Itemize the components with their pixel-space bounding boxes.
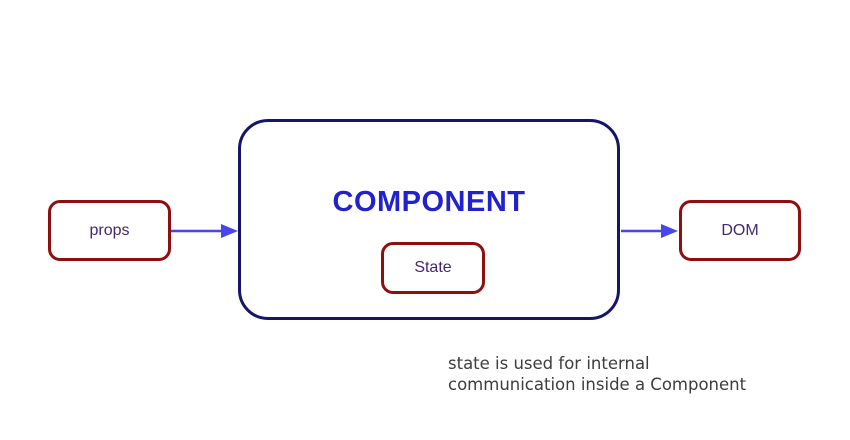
arrow-props-to-component-icon bbox=[171, 224, 238, 238]
caption-line-2: communication inside a Component bbox=[448, 375, 747, 394]
node-state: State bbox=[381, 242, 485, 294]
state-label: State bbox=[414, 259, 452, 276]
caption-line-1: state is used for internal bbox=[448, 354, 650, 373]
props-label: props bbox=[89, 221, 130, 239]
caption: state is used for internal communication… bbox=[448, 353, 746, 395]
node-component: COMPONENT State bbox=[238, 119, 620, 320]
node-dom: DOM bbox=[679, 200, 801, 261]
dom-label: DOM bbox=[721, 221, 759, 239]
arrow-component-to-dom-icon bbox=[621, 224, 678, 238]
node-props: props bbox=[48, 200, 171, 261]
component-title: COMPONENT bbox=[332, 186, 526, 218]
